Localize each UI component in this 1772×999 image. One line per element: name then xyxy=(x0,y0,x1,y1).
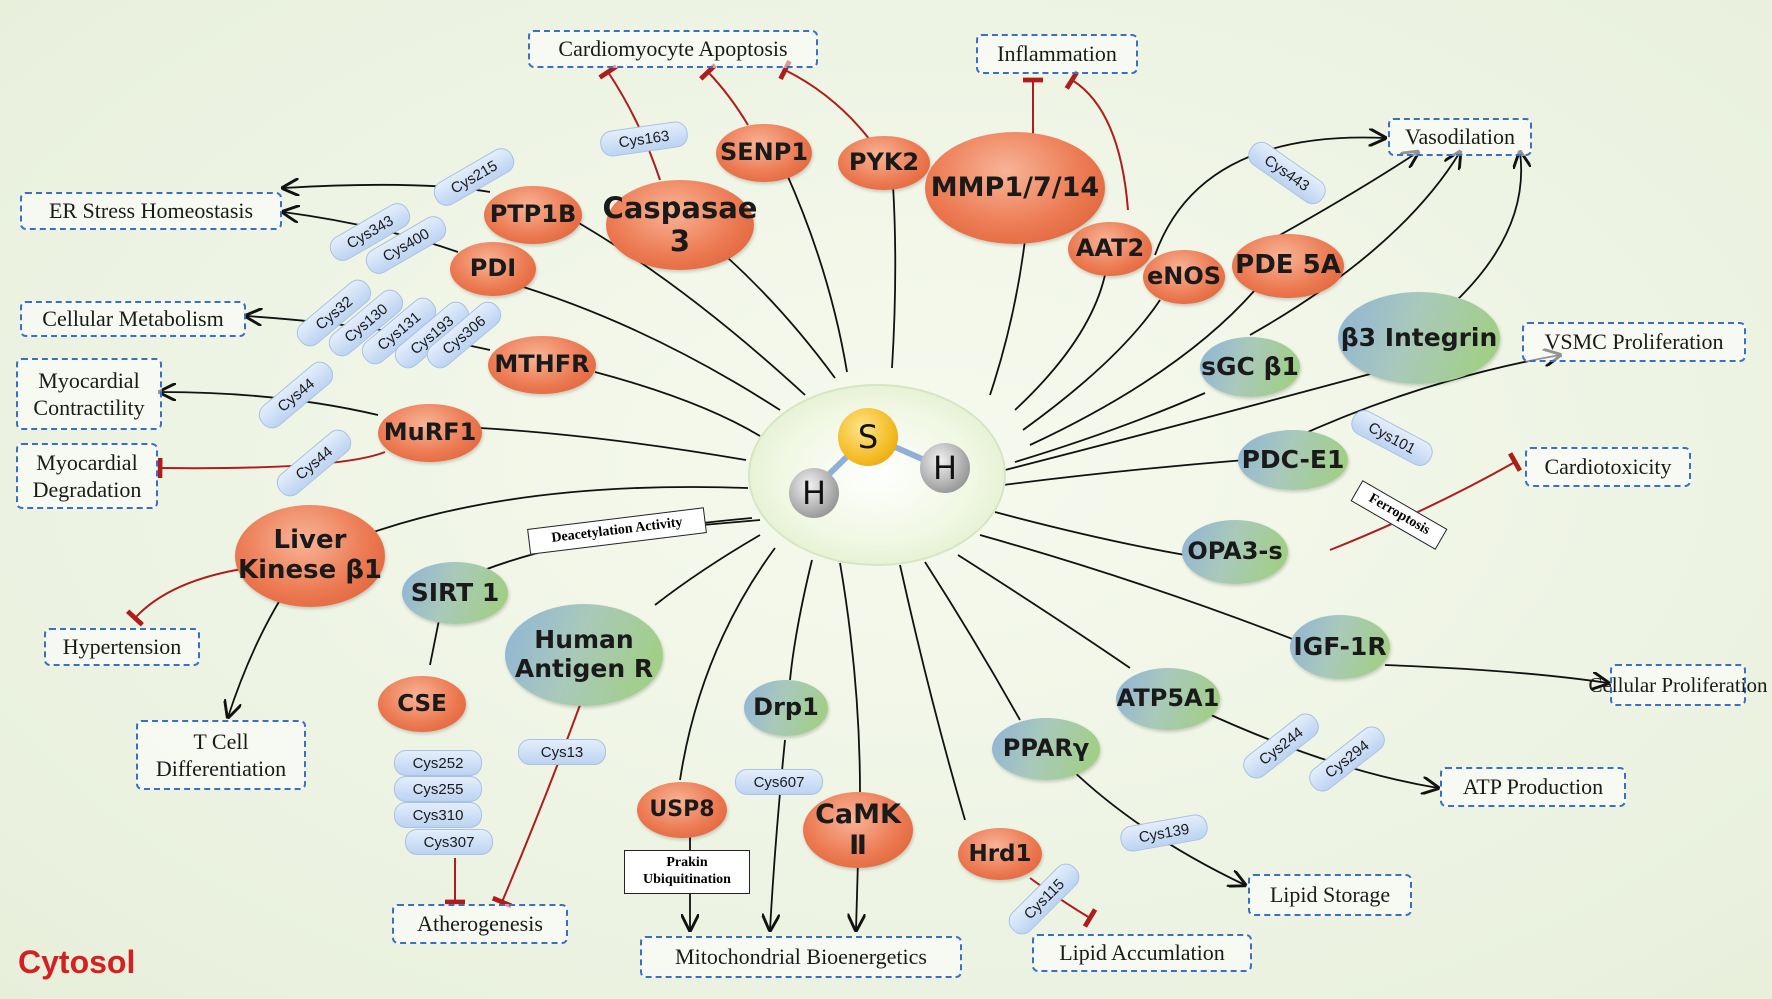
hydrogen-atom-left: H xyxy=(789,468,839,518)
cytosol-label: Cytosol xyxy=(18,944,136,980)
effect-atherogenesis: Atherogenesis xyxy=(392,904,568,944)
protein-drp1: Drp1 xyxy=(744,680,828,736)
arrow-camk-mito xyxy=(856,859,858,930)
spoke-drp1 xyxy=(789,559,813,681)
protein-pdi: PDI xyxy=(450,242,536,296)
cys-pill: Cys252 xyxy=(394,750,482,776)
effect-myocardial-degradation: Myocardial Degradation xyxy=(16,443,158,509)
effect-lipid-accumulation: Lipid Accumlation xyxy=(1032,934,1252,972)
cys-pill: Cys13 xyxy=(518,739,606,765)
protein-hrd1: Hrd1 xyxy=(958,828,1042,880)
protein-murf1: MuRF1 xyxy=(378,404,482,462)
cys-pill: Cys607 xyxy=(735,769,823,795)
protein-b3integrin: β3 Integrin xyxy=(1338,292,1500,384)
spoke-hrd1 xyxy=(899,564,966,821)
effect-er-stress: ER Stress Homeostasis xyxy=(20,192,282,230)
protein-pde5a: PDE 5A xyxy=(1232,234,1344,298)
effect-inflammation: Inflammation xyxy=(976,34,1138,74)
effect-cellular-metabolism: Cellular Metabolism xyxy=(20,301,246,337)
cys-pill: Cys307 xyxy=(405,829,493,855)
spoke-sgcb1 xyxy=(1014,392,1206,463)
arrow-sgcb1-vaso xyxy=(1249,152,1460,336)
inhib-pyk2-apop xyxy=(778,59,871,141)
spoke-b3integrin xyxy=(1004,369,1386,471)
cys-pill: Cys255 xyxy=(394,776,482,802)
protein-pyk2: PYK2 xyxy=(838,136,930,190)
inhib-liver-hyper xyxy=(126,567,249,627)
spoke-pde5a xyxy=(1029,289,1256,446)
protein-mthfr: MTHFR xyxy=(488,336,596,394)
inhib-caspase-apop xyxy=(598,64,661,181)
effect-vsmc-proliferation: VSMC Proliferation xyxy=(1522,322,1746,362)
spoke-pyk2 xyxy=(891,184,897,369)
effect-vasodilation: Vasodilation xyxy=(1388,118,1532,156)
protein-sirt1: SIRT 1 xyxy=(402,562,508,624)
protein-antigenr: Human Antigen R xyxy=(505,604,663,706)
spoke-caspase3 xyxy=(727,257,836,379)
sulfur-atom: S xyxy=(838,408,898,466)
arrow-liver-tcell xyxy=(228,599,281,717)
arrow-drp1-mito xyxy=(770,739,786,930)
arrow-b3-vaso xyxy=(1454,152,1521,303)
spoke-atp5a1 xyxy=(957,554,1131,669)
protein-liverkinase: Liver Kinese β1 xyxy=(235,505,385,607)
effect-cellular-proliferation: Cellular Proliferation xyxy=(1588,664,1768,706)
protein-igf1r: IGF-1R xyxy=(1290,615,1390,679)
spoke-ppary xyxy=(924,561,1021,721)
arrow-enos-vaso xyxy=(1154,138,1385,256)
spoke-antigenr xyxy=(654,534,761,606)
spoke-liverkinase xyxy=(364,486,749,536)
cys-pill: Cys310 xyxy=(394,802,482,828)
line-cse-sirt xyxy=(429,614,441,666)
effect-mitochondrial-bioenergetics: Mitochondrial Bioenergetics xyxy=(640,936,962,978)
inhib-aat2-inflam xyxy=(1064,70,1129,211)
spoke-mmp xyxy=(989,239,1026,396)
spoke-igf1r xyxy=(979,534,1296,641)
spoke-aat2 xyxy=(1014,274,1106,411)
spoke-camk xyxy=(839,562,861,793)
spoke-usp8 xyxy=(679,547,776,781)
spoke-senp1 xyxy=(784,169,848,373)
spoke-murf1 xyxy=(479,427,747,461)
effect-t-cell-differentiation: T Cell Differentiation xyxy=(136,720,306,790)
protein-caspase3: Caspasae 3 xyxy=(603,180,757,270)
note-prakin-ubiquitination: Prakin Ubiquitination xyxy=(624,850,750,894)
spoke-enos xyxy=(1022,299,1161,431)
spoke-pdi xyxy=(499,279,781,411)
effect-cardiotoxicity: Cardiotoxicity xyxy=(1525,447,1691,487)
inhib-antigen-athero xyxy=(491,704,581,909)
inhib-opa3s-cardio xyxy=(1329,452,1523,551)
protein-atp5a1: ATP5A1 xyxy=(1116,668,1220,730)
protein-ppary: PPARγ xyxy=(992,718,1100,780)
protein-senp1: SENP1 xyxy=(716,124,812,182)
protein-ptp1b: PTP1B xyxy=(484,186,582,244)
protein-camk: CaMK Ⅱ xyxy=(803,792,913,868)
effect-myocardial-contractility: Myocardial Contractility xyxy=(16,358,162,430)
protein-enos: eNOS xyxy=(1143,250,1225,304)
effect-atp-production: ATP Production xyxy=(1440,767,1626,807)
arrow-pdce1-vsmc xyxy=(1289,355,1560,441)
protein-aat2: AAT2 xyxy=(1068,222,1152,276)
arrow-igf1r-prolif xyxy=(1384,664,1608,683)
protein-opa3s: OPA3-s xyxy=(1182,520,1288,584)
spoke-opa3s xyxy=(994,511,1186,556)
inhib-senp1-apop xyxy=(699,63,749,126)
effect-hypertension: Hypertension xyxy=(44,628,200,666)
arrow-pde5a-vaso xyxy=(1279,152,1418,236)
spoke-mthfr xyxy=(594,371,761,437)
protein-sgcb1: sGC β1 xyxy=(1200,337,1300,397)
effect-lipid-storage: Lipid Storage xyxy=(1248,874,1412,916)
protein-usp8: USP8 xyxy=(637,782,727,838)
protein-pdce1: PDC-E1 xyxy=(1238,430,1348,490)
hydrogen-atom-right: H xyxy=(920,443,970,493)
spoke-pdce1 xyxy=(1002,459,1246,486)
protein-cse: CSE xyxy=(378,676,466,732)
effect-cardiomyocyte-apoptosis: Cardiomyocyte Apoptosis xyxy=(528,30,818,68)
protein-mmp: MMP1/7/14 xyxy=(925,132,1105,244)
spoke-ptp1b xyxy=(564,214,806,396)
